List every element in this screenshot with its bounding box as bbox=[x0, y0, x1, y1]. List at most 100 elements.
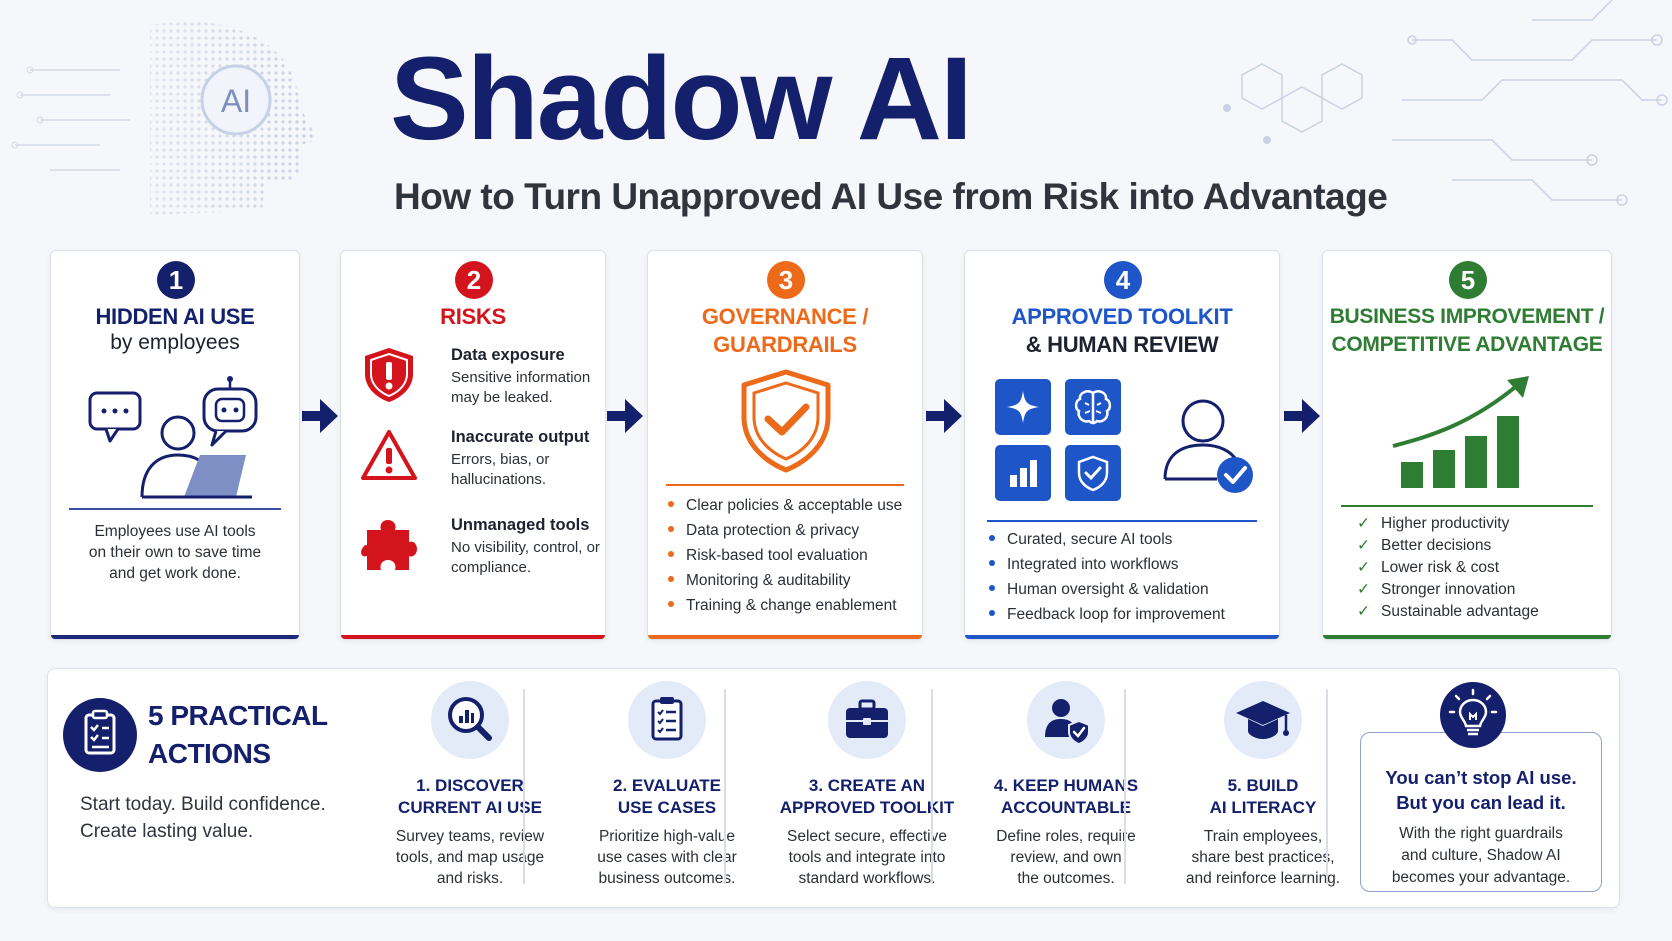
action-icon-circle bbox=[431, 681, 509, 759]
list-item: Training & change enablement bbox=[668, 593, 902, 618]
step-number: 3 bbox=[767, 261, 805, 299]
step-title-line2: & HUMAN REVIEW bbox=[1025, 332, 1219, 357]
step-title: GOVERNANCE / bbox=[701, 304, 869, 329]
shield-alert-icon bbox=[365, 348, 413, 402]
warning-triangle-icon bbox=[361, 430, 417, 480]
step-subtitle: by employees bbox=[110, 331, 240, 354]
card-divider bbox=[987, 520, 1257, 522]
card-divider bbox=[1341, 505, 1593, 507]
callout-box: You can’t stop AI use. But you can lead … bbox=[1360, 732, 1602, 892]
bar-chart-icon bbox=[1010, 460, 1037, 487]
step-card-approved-toolkit: 4 APPROVED TOOLKIT & HUMAN REVIEW bbox=[964, 250, 1280, 640]
list-item: Clear policies & acceptable use bbox=[668, 493, 902, 518]
list-item: Risk-based tool evaluation bbox=[668, 543, 902, 568]
puzzle-icon bbox=[361, 520, 417, 570]
actions-title: 5 PRACTICAL ACTIONS bbox=[148, 700, 328, 769]
action-description: Define roles, require review, and own th… bbox=[996, 828, 1136, 887]
user-check-icon bbox=[1163, 399, 1253, 493]
step-description: Employees use AI tools on their own to s… bbox=[88, 523, 262, 582]
card-accent-bar bbox=[648, 635, 922, 639]
briefcase-icon bbox=[846, 699, 888, 738]
step-number: 4 bbox=[1104, 261, 1142, 299]
card-accent-bar bbox=[965, 635, 1279, 639]
action-title: 4. KEEP HUMANS ACCOUNTABLE bbox=[993, 776, 1139, 817]
action-build-ai-literacy: 5. BUILD AI LITERACY Train employees, sh… bbox=[1170, 681, 1356, 889]
risk-title: Unmanaged tools bbox=[451, 516, 590, 534]
list-item: Monitoring & auditability bbox=[668, 568, 902, 593]
brain-tile bbox=[1065, 379, 1121, 435]
governance-list: Clear policies & acceptable use Data pro… bbox=[668, 493, 902, 618]
divider bbox=[931, 689, 933, 884]
step-number: 2 bbox=[455, 261, 493, 299]
ai-badge-label: AI bbox=[221, 83, 251, 119]
actions-intro: Start today. Build confidence. Create la… bbox=[80, 794, 326, 842]
list-item: ✓Sustainable advantage bbox=[1357, 601, 1539, 623]
divider bbox=[1124, 689, 1126, 884]
card-divider bbox=[666, 484, 904, 486]
lightbulb-badge bbox=[1440, 682, 1506, 748]
step-title: HIDDEN AI USE bbox=[95, 304, 255, 329]
risk-description: No visibility, control, or compliance. bbox=[451, 539, 600, 576]
list-item: Integrated into workflows bbox=[989, 552, 1225, 577]
action-icon-circle bbox=[828, 681, 906, 759]
action-keep-humans-accountable: 4. KEEP HUMANS ACCOUNTABLE Define roles,… bbox=[973, 681, 1159, 889]
divider bbox=[724, 689, 726, 884]
check-icon: ✓ bbox=[1357, 559, 1370, 576]
card-accent-bar bbox=[51, 635, 299, 639]
shield-tile bbox=[1065, 445, 1121, 501]
check-icon: ✓ bbox=[1357, 537, 1370, 554]
list-item: ✓Better decisions bbox=[1357, 535, 1539, 557]
ai-head-dots-decoration: AI bbox=[11, 21, 318, 216]
risk-item: Data exposure Sensitive information may … bbox=[361, 346, 611, 416]
sparkle-tile bbox=[995, 379, 1051, 435]
list-item: Feedback loop for improvement bbox=[989, 602, 1225, 627]
risk-description: Sensitive information may be leaked. bbox=[451, 369, 591, 406]
list-item: Curated, secure AI tools bbox=[989, 527, 1225, 552]
action-title: 5. BUILD AI LITERACY bbox=[1209, 776, 1317, 817]
callout-title: You can’t stop AI use. But you can lead … bbox=[1385, 767, 1577, 813]
risk-item: Unmanaged tools No visibility, control, … bbox=[361, 516, 611, 586]
circuit-decoration bbox=[1223, 0, 1668, 206]
card-accent-bar bbox=[341, 635, 605, 639]
shield-check-icon bbox=[1077, 455, 1109, 492]
clipboard-icon bbox=[651, 697, 683, 741]
step-card-risks: 2 RISKS Data exposure Sensitive informat… bbox=[340, 250, 606, 640]
lightbulb-icon bbox=[1448, 688, 1498, 736]
brain-icon bbox=[1074, 390, 1112, 425]
graduation-cap-icon bbox=[1236, 701, 1290, 739]
user-shield-icon bbox=[1045, 699, 1090, 746]
action-title: 2. EVALUATE USE CASES bbox=[613, 776, 721, 817]
action-description: Survey teams, review tools, and map usag… bbox=[395, 828, 545, 887]
action-description: Prioritize high-value use cases with cle… bbox=[597, 828, 737, 887]
divider bbox=[523, 689, 525, 884]
action-discover: 1. DISCOVER CURRENT AI USE Survey teams,… bbox=[377, 681, 563, 889]
step-title: BUSINESS IMPROVEMENT / bbox=[1329, 305, 1605, 328]
checklist-icon bbox=[63, 698, 137, 772]
growth-chart-icon bbox=[1392, 376, 1529, 488]
benefits-list: ✓Higher productivity ✓Better decisions ✓… bbox=[1357, 513, 1539, 623]
step-number: 1 bbox=[157, 261, 195, 299]
flow-arrow-icon bbox=[302, 399, 338, 433]
action-evaluate: 2. EVALUATE USE CASES Prioritize high-va… bbox=[574, 681, 760, 889]
practical-actions-panel: 5 PRACTICAL ACTIONS Start today. Build c… bbox=[47, 668, 1620, 908]
check-icon: ✓ bbox=[1357, 581, 1370, 598]
action-title: 1. DISCOVER CURRENT AI USE bbox=[398, 776, 542, 817]
action-icon-circle bbox=[1027, 681, 1105, 759]
sparkle-icon bbox=[1007, 391, 1039, 423]
divider bbox=[1326, 689, 1328, 884]
magnifier-chart-icon bbox=[448, 697, 492, 741]
card-accent-bar bbox=[1323, 635, 1611, 639]
step-title-line2: GUARDRAILS bbox=[713, 332, 857, 357]
step-number: 5 bbox=[1449, 261, 1487, 299]
action-description: Train employees, share best practices, a… bbox=[1185, 828, 1341, 887]
action-icon-circle bbox=[628, 681, 706, 759]
step-card-hidden-ai-use: 1 HIDDEN AI USE by employees Employees u… bbox=[50, 250, 300, 640]
flow-arrow-icon bbox=[607, 399, 643, 433]
chart-tile bbox=[995, 445, 1051, 501]
flow-arrow-icon bbox=[1284, 399, 1320, 433]
page-title: Shadow AI bbox=[390, 33, 973, 165]
list-item: Data protection & privacy bbox=[668, 518, 902, 543]
callout-description: With the right guardrails and culture, S… bbox=[1391, 825, 1571, 886]
action-title: 3. CREATE AN APPROVED TOOLKIT bbox=[779, 776, 955, 817]
